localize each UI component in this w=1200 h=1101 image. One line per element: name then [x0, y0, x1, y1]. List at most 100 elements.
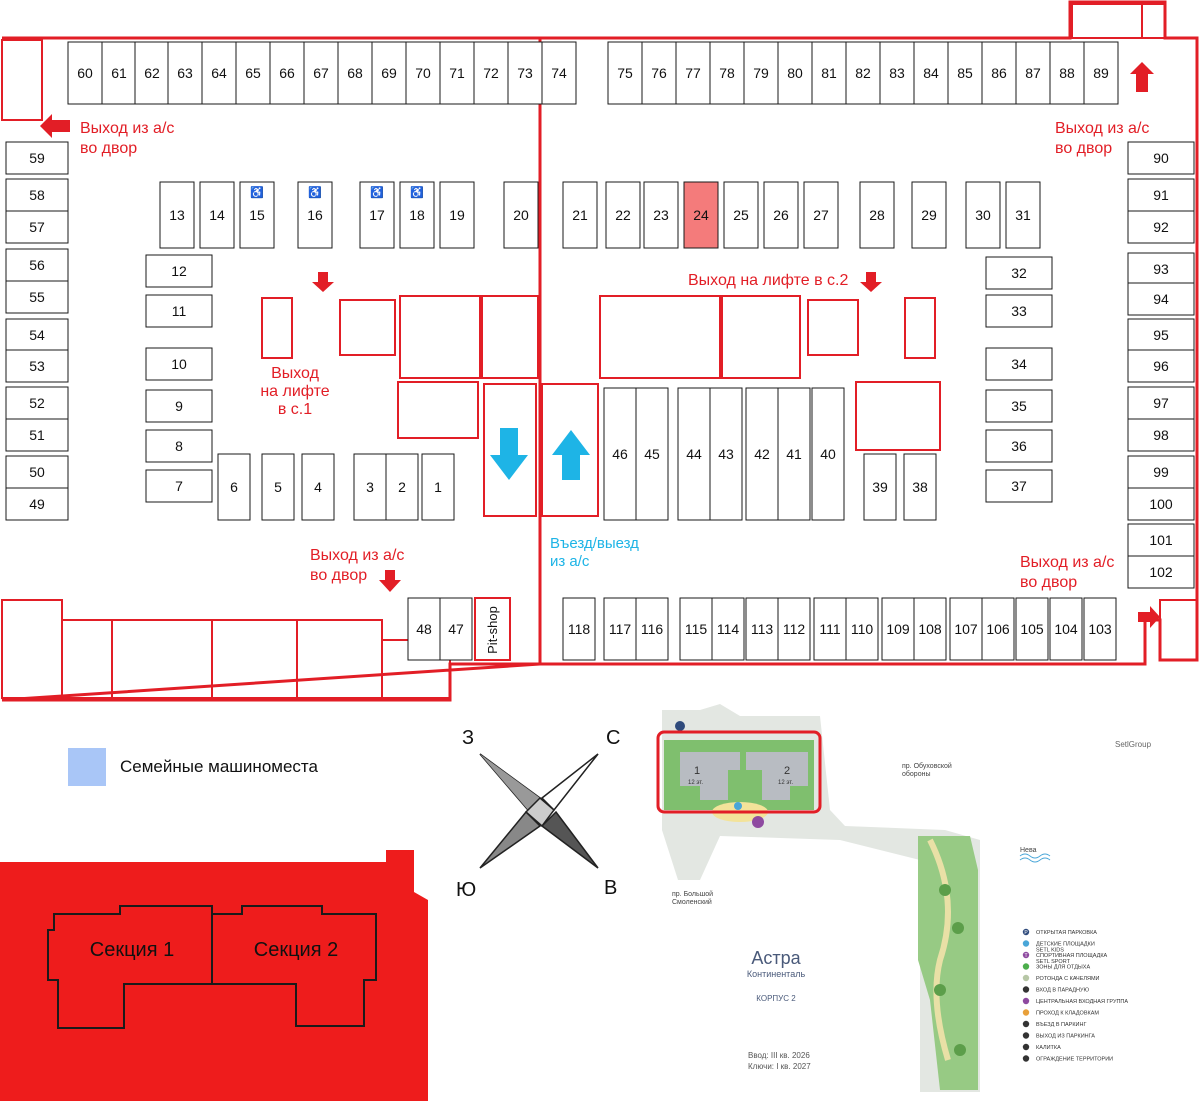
parking-spot-80[interactable]: 80 [777, 41, 813, 105]
parking-spot-31[interactable]: 31 [1005, 181, 1041, 249]
parking-spot-57[interactable]: 57 [5, 210, 69, 244]
parking-spot-87[interactable]: 87 [1015, 41, 1051, 105]
parking-spot-48[interactable]: 48 [407, 597, 441, 661]
parking-spot-7[interactable]: 7 [145, 469, 213, 503]
parking-spot-64[interactable]: 64 [201, 41, 237, 105]
parking-spot-43[interactable]: 43 [709, 387, 743, 521]
parking-spot-86[interactable]: 86 [981, 41, 1017, 105]
parking-spot-103[interactable]: 103 [1083, 597, 1117, 661]
parking-spot-16[interactable]: 16♿ [297, 181, 333, 249]
parking-spot-114[interactable]: 114 [711, 597, 745, 661]
parking-spot-11[interactable]: 11 [145, 294, 213, 328]
parking-spot-63[interactable]: 63 [167, 41, 203, 105]
parking-spot-34[interactable]: 34 [985, 347, 1053, 381]
parking-spot-99[interactable]: 99 [1127, 455, 1195, 489]
parking-spot-77[interactable]: 77 [675, 41, 711, 105]
parking-spot-10[interactable]: 10 [145, 347, 213, 381]
parking-spot-26[interactable]: 26 [763, 181, 799, 249]
parking-spot-28[interactable]: 28 [859, 181, 895, 249]
parking-spot-37[interactable]: 37 [985, 469, 1053, 503]
parking-spot-47[interactable]: 47 [439, 597, 473, 661]
parking-spot-92[interactable]: 92 [1127, 210, 1195, 244]
parking-spot-44[interactable]: 44 [677, 387, 711, 521]
parking-spot-60[interactable]: 60 [67, 41, 103, 105]
parking-spot-93[interactable]: 93 [1127, 252, 1195, 286]
parking-spot-17[interactable]: 17♿ [359, 181, 395, 249]
parking-spot-90[interactable]: 90 [1127, 141, 1195, 175]
parking-spot-51[interactable]: 51 [5, 418, 69, 452]
parking-spot-22[interactable]: 22 [605, 181, 641, 249]
parking-spot-24[interactable]: 24 [683, 181, 719, 249]
parking-spot-30[interactable]: 30 [965, 181, 1001, 249]
parking-spot-108[interactable]: 108 [913, 597, 947, 661]
parking-spot-3[interactable]: 3 [353, 453, 387, 521]
parking-spot-54[interactable]: 54 [5, 318, 69, 352]
parking-spot-110[interactable]: 110 [845, 597, 879, 661]
parking-spot-36[interactable]: 36 [985, 429, 1053, 463]
parking-spot-23[interactable]: 23 [643, 181, 679, 249]
parking-spot-98[interactable]: 98 [1127, 418, 1195, 452]
parking-spot-70[interactable]: 70 [405, 41, 441, 105]
parking-spot-46[interactable]: 46 [603, 387, 637, 521]
parking-spot-25[interactable]: 25 [723, 181, 759, 249]
parking-spot-74[interactable]: 74 [541, 41, 577, 105]
parking-spot-41[interactable]: 41 [777, 387, 811, 521]
parking-spot-79[interactable]: 79 [743, 41, 779, 105]
parking-spot-14[interactable]: 14 [199, 181, 235, 249]
parking-spot-96[interactable]: 96 [1127, 349, 1195, 383]
parking-spot-91[interactable]: 91 [1127, 178, 1195, 212]
parking-spot-56[interactable]: 56 [5, 248, 69, 282]
parking-spot-65[interactable]: 65 [235, 41, 271, 105]
parking-spot-58[interactable]: 58 [5, 178, 69, 212]
parking-spot-104[interactable]: 104 [1049, 597, 1083, 661]
parking-spot-118[interactable]: 118 [562, 597, 596, 661]
parking-spot-116[interactable]: 116 [635, 597, 669, 661]
parking-spot-89[interactable]: 89 [1083, 41, 1119, 105]
parking-spot-85[interactable]: 85 [947, 41, 983, 105]
parking-spot-73[interactable]: 73 [507, 41, 543, 105]
parking-spot-75[interactable]: 75 [607, 41, 643, 105]
parking-spot-35[interactable]: 35 [985, 389, 1053, 423]
parking-spot-13[interactable]: 13 [159, 181, 195, 249]
parking-spot-81[interactable]: 81 [811, 41, 847, 105]
parking-spot-32[interactable]: 32 [985, 256, 1053, 290]
parking-spot-50[interactable]: 50 [5, 455, 69, 489]
parking-spot-21[interactable]: 21 [562, 181, 598, 249]
parking-spot-82[interactable]: 82 [845, 41, 881, 105]
parking-spot-66[interactable]: 66 [269, 41, 305, 105]
parking-spot-69[interactable]: 69 [371, 41, 407, 105]
parking-spot-105[interactable]: 105 [1015, 597, 1049, 661]
parking-spot-112[interactable]: 112 [777, 597, 811, 661]
parking-spot-68[interactable]: 68 [337, 41, 373, 105]
parking-spot-29[interactable]: 29 [911, 181, 947, 249]
parking-spot-6[interactable]: 6 [217, 453, 251, 521]
parking-spot-117[interactable]: 117 [603, 597, 637, 661]
parking-spot-45[interactable]: 45 [635, 387, 669, 521]
parking-spot-5[interactable]: 5 [261, 453, 295, 521]
parking-spot-9[interactable]: 9 [145, 389, 213, 423]
parking-spot-95[interactable]: 95 [1127, 318, 1195, 352]
parking-spot-1[interactable]: 1 [421, 453, 455, 521]
parking-spot-78[interactable]: 78 [709, 41, 745, 105]
parking-spot-27[interactable]: 27 [803, 181, 839, 249]
parking-spot-100[interactable]: 100 [1127, 487, 1195, 521]
parking-spot-97[interactable]: 97 [1127, 386, 1195, 420]
parking-spot-53[interactable]: 53 [5, 349, 69, 383]
parking-spot-42[interactable]: 42 [745, 387, 779, 521]
parking-spot-88[interactable]: 88 [1049, 41, 1085, 105]
parking-spot-106[interactable]: 106 [981, 597, 1015, 661]
parking-spot-15[interactable]: 15♿ [239, 181, 275, 249]
parking-spot-72[interactable]: 72 [473, 41, 509, 105]
parking-spot-4[interactable]: 4 [301, 453, 335, 521]
parking-spot-67[interactable]: 67 [303, 41, 339, 105]
parking-spot-18[interactable]: 18♿ [399, 181, 435, 249]
parking-spot-49[interactable]: 49 [5, 487, 69, 521]
parking-spot-101[interactable]: 101 [1127, 523, 1195, 557]
parking-spot-84[interactable]: 84 [913, 41, 949, 105]
parking-spot-71[interactable]: 71 [439, 41, 475, 105]
parking-spot-19[interactable]: 19 [439, 181, 475, 249]
parking-spot-62[interactable]: 62 [134, 41, 170, 105]
parking-spot-55[interactable]: 55 [5, 280, 69, 314]
parking-spot-38[interactable]: 38 [903, 453, 937, 521]
parking-spot-111[interactable]: 111 [813, 597, 847, 661]
